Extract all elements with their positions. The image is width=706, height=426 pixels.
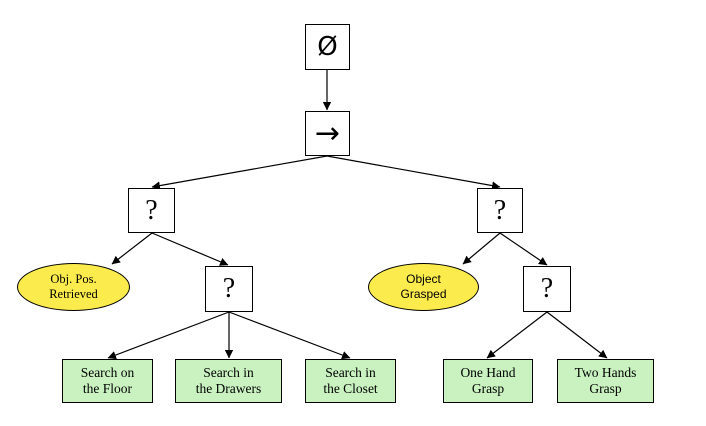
edge-left-fallback-to-inner-fallback bbox=[151, 232, 229, 266]
action-search-in-the-drawers: Search in the Drawers bbox=[175, 359, 282, 403]
edge-left-inner-to-search-floor bbox=[107, 311, 230, 360]
action-two-hands-grasp: Two Hands Grasp bbox=[557, 359, 654, 403]
edge-left-fallback-to-condition bbox=[111, 232, 153, 265]
edge-right-fallback-to-inner-fallback bbox=[499, 232, 548, 266]
sequence-node: → bbox=[305, 111, 350, 156]
edge-right-inner-to-one-hand bbox=[486, 311, 548, 359]
action-one-hand-grasp: One Hand Grasp bbox=[443, 359, 533, 403]
action-search-in-the-closet: Search in the Closet bbox=[305, 359, 396, 403]
fallback-node-left: ? bbox=[128, 188, 175, 233]
edge-right-inner-to-two-hands bbox=[546, 311, 608, 359]
fallback-node-left-inner: ? bbox=[205, 266, 253, 312]
condition-object-grasped: Object Grasped bbox=[368, 263, 479, 311]
edge-left-inner-to-search-closet bbox=[228, 311, 351, 360]
fallback-node-right: ? bbox=[477, 188, 523, 233]
condition-obj-pos-retrieved: Obj. Pos. Retrieved bbox=[17, 263, 130, 311]
edge-right-fallback-to-condition bbox=[462, 232, 501, 265]
action-search-on-the-floor: Search on the Floor bbox=[62, 359, 153, 403]
root-node: Ø bbox=[305, 24, 350, 70]
edge-sequence-to-right-fallback bbox=[326, 155, 501, 190]
fallback-node-right-inner: ? bbox=[523, 266, 571, 312]
edge-sequence-to-left-fallback bbox=[151, 155, 328, 190]
